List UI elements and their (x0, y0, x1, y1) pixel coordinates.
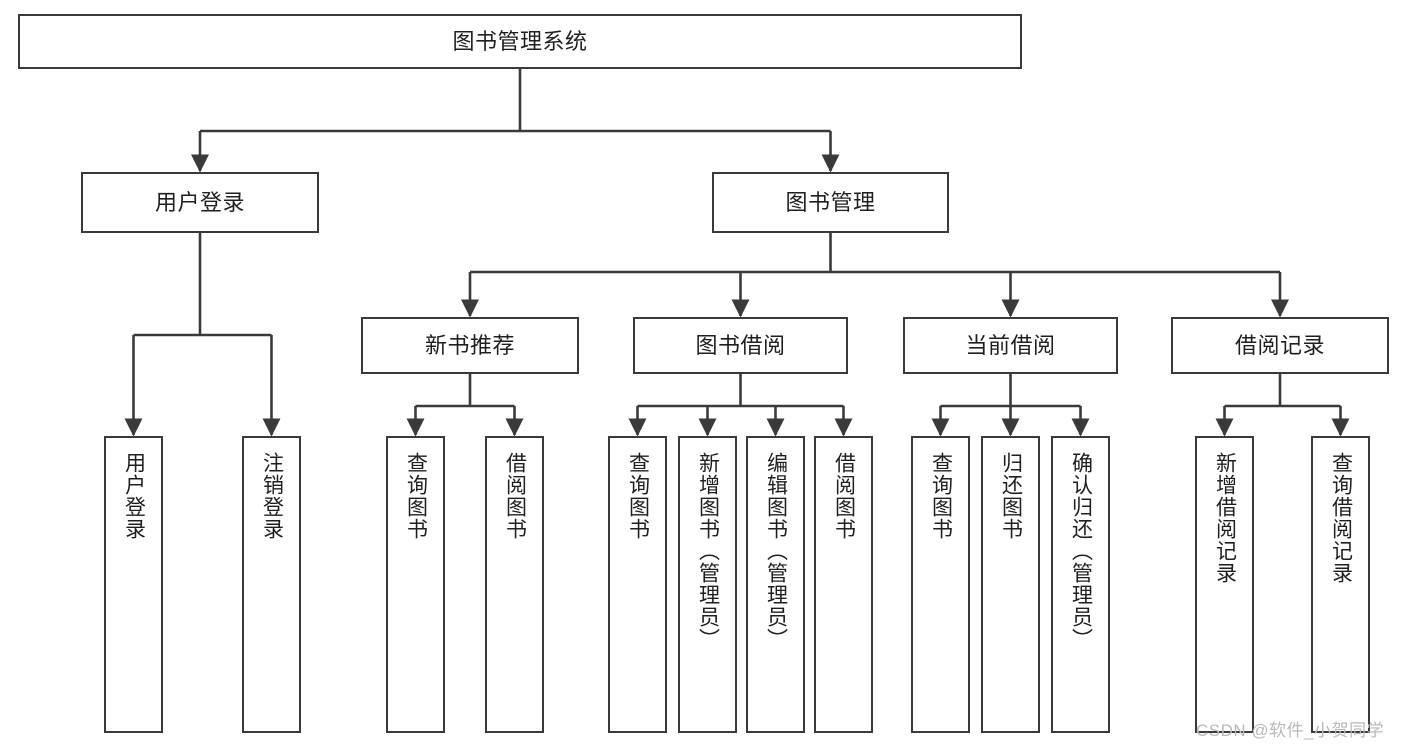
node-label: 用户登录 (154, 189, 245, 215)
node-leaf-query-book-1[interactable]: 查询图书 (386, 436, 445, 733)
csdn-watermark: CSDN @软件_小贺同学 (1196, 721, 1385, 740)
node-label: 图书管理 (785, 189, 876, 215)
node-leaf-query-record[interactable]: 查询借阅记录 (1311, 436, 1370, 733)
node-label: 图书借阅 (695, 332, 786, 358)
node-root[interactable]: 图书管理系统 (18, 14, 1022, 69)
node-label: 归还图书 (999, 452, 1023, 540)
node-label: 借阅图书 (503, 452, 527, 540)
node-label: 借阅图书 (832, 452, 856, 540)
node-leaf-query-book-2[interactable]: 查询图书 (608, 436, 667, 733)
node-leaf-return-book[interactable]: 归还图书 (981, 436, 1040, 733)
node-leaf-add-book[interactable]: 新增图书（管理员） (678, 436, 737, 733)
node-label: 当前借阅 (965, 332, 1056, 358)
node-label: 注销登录 (260, 452, 284, 540)
node-label: 确认归还（管理员） (1069, 452, 1093, 650)
node-label: 编辑图书（管理员） (764, 452, 788, 650)
node-label: 查询图书 (626, 452, 650, 540)
node-label: 图书管理系统 (452, 28, 588, 54)
node-user-login[interactable]: 用户登录 (81, 172, 319, 233)
node-book-borrow[interactable]: 图书借阅 (633, 317, 848, 374)
node-label: 查询借阅记录 (1329, 452, 1353, 584)
node-new-book-recommend[interactable]: 新书推荐 (361, 317, 579, 374)
node-leaf-add-record[interactable]: 新增借阅记录 (1195, 436, 1254, 733)
node-leaf-confirm-return[interactable]: 确认归还（管理员） (1051, 436, 1110, 733)
node-label: 新增借阅记录 (1213, 452, 1237, 584)
node-label: 新增图书（管理员） (696, 452, 720, 650)
node-leaf-borrow-book-1[interactable]: 借阅图书 (485, 436, 544, 733)
node-label: 用户登录 (122, 452, 146, 540)
node-book-manage[interactable]: 图书管理 (712, 172, 949, 233)
node-leaf-edit-book[interactable]: 编辑图书（管理员） (746, 436, 805, 733)
node-label: 查询图书 (929, 452, 953, 540)
node-current-borrow[interactable]: 当前借阅 (903, 317, 1118, 374)
node-label: 借阅记录 (1234, 332, 1325, 358)
node-leaf-borrow-book-2[interactable]: 借阅图书 (814, 436, 873, 733)
node-leaf-logout[interactable]: 注销登录 (242, 436, 301, 733)
node-label: 查询图书 (404, 452, 428, 540)
node-borrow-records[interactable]: 借阅记录 (1171, 317, 1389, 374)
node-label: 新书推荐 (424, 332, 515, 358)
node-leaf-query-book-3[interactable]: 查询图书 (911, 436, 970, 733)
node-leaf-user-login[interactable]: 用户登录 (104, 436, 163, 733)
